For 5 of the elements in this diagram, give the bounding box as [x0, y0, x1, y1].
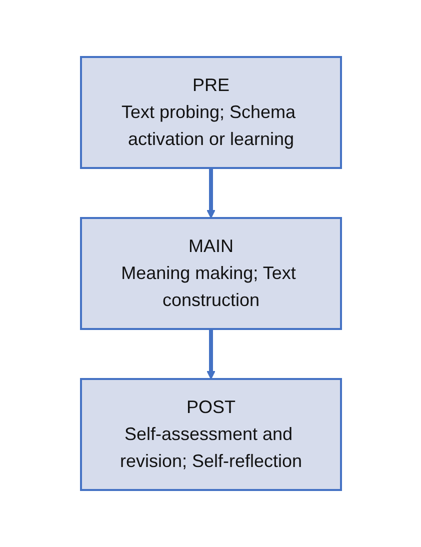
arrow — [206, 329, 215, 380]
arrow — [206, 168, 215, 218]
node-box: POST Self-assessment and revision; Self-reflection — [80, 378, 342, 491]
node-box: PRE Text probing; Schema activation or learning — [80, 56, 342, 169]
node-box: MAIN Meaning making; Text construction — [80, 217, 342, 330]
